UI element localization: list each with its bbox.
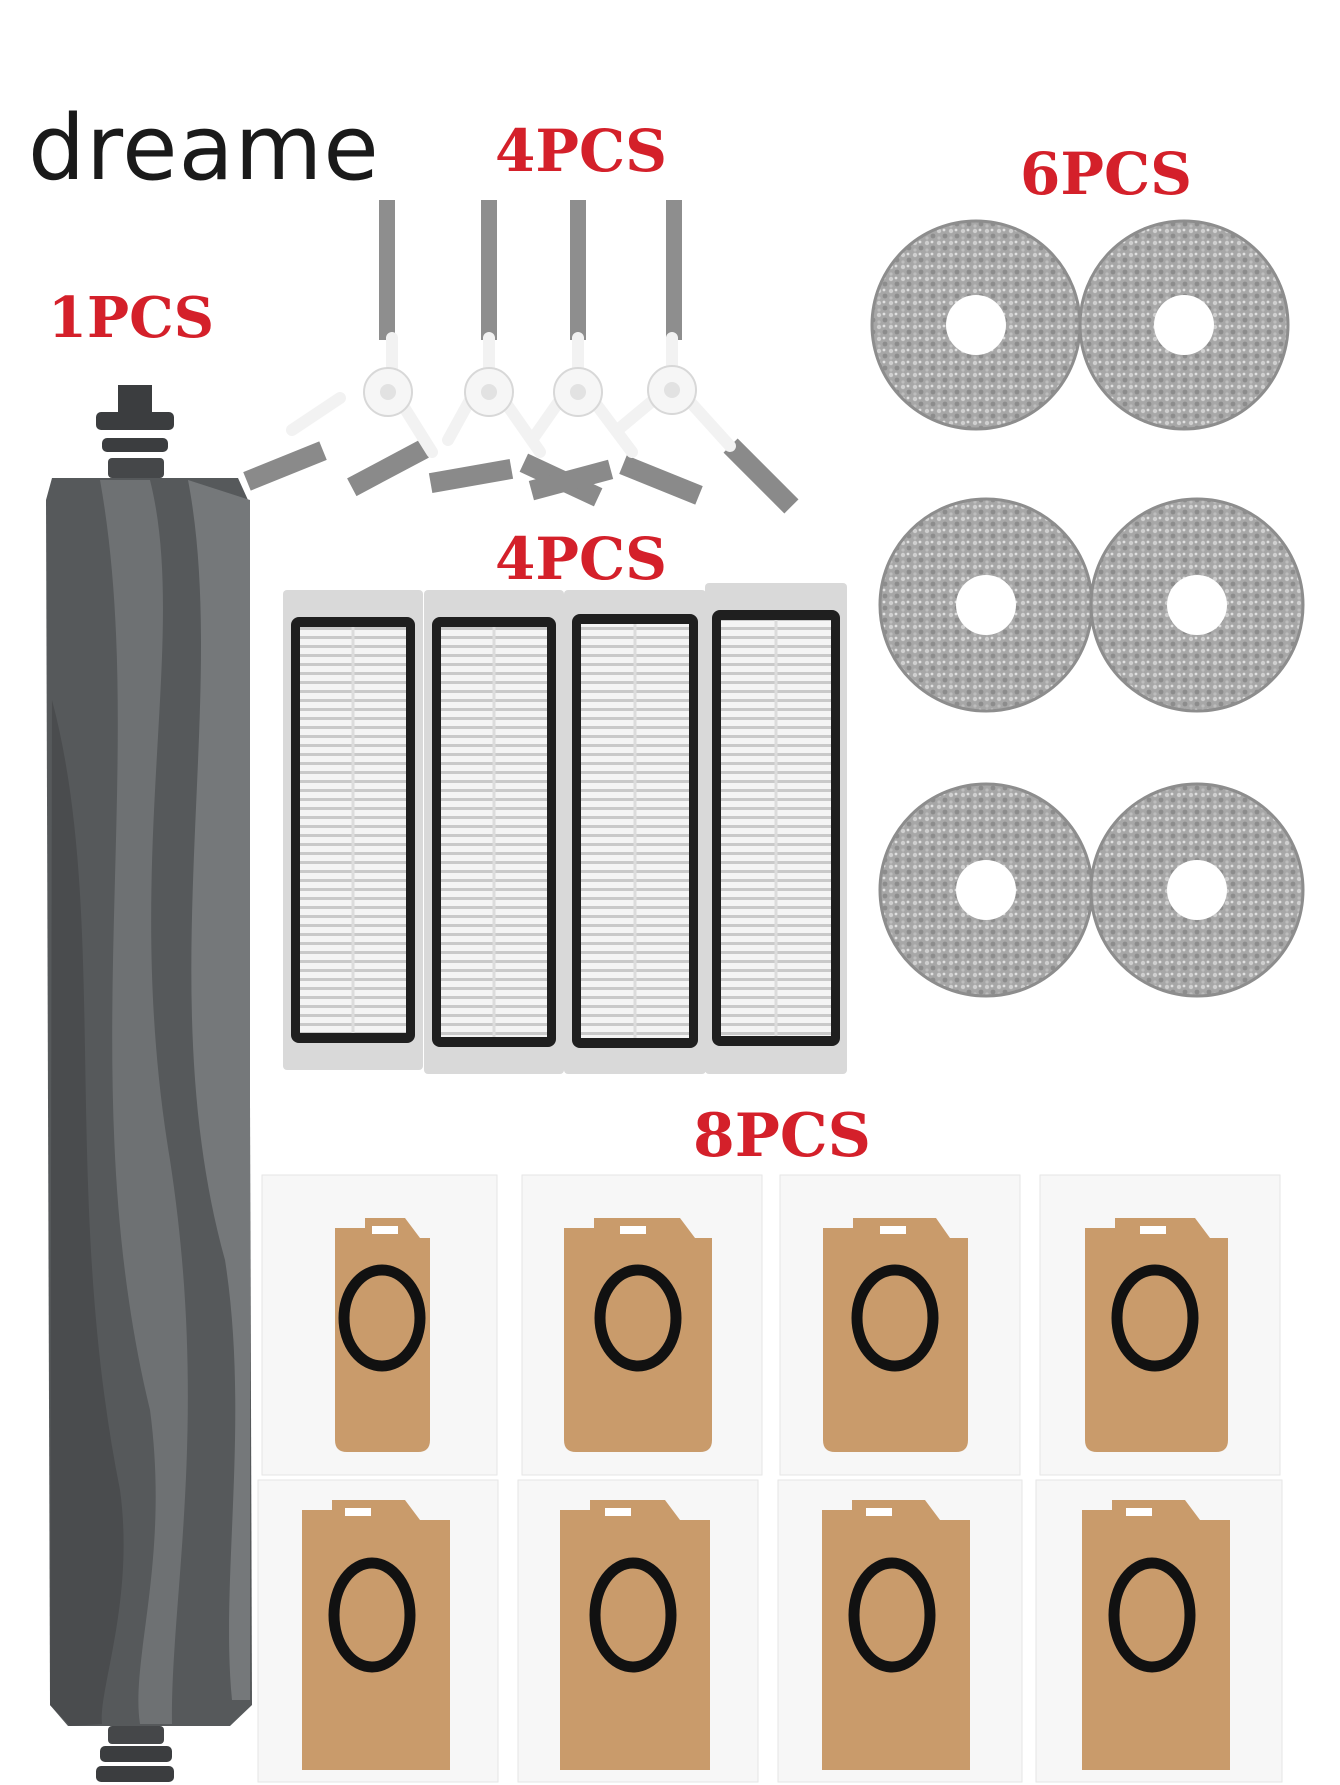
dust-bag-icon: [517, 1479, 759, 1783]
mop-pad-quantity-label: 6PCS: [1020, 140, 1193, 208]
dust-bag-icon: [261, 1174, 498, 1476]
mop-pad-icon: [878, 497, 1094, 713]
mop-pad-icon: [1078, 219, 1290, 431]
hepa-filter-icon: [564, 590, 706, 1074]
filter-quantity-label: 4PCS: [495, 525, 668, 593]
dust-bag-icon: [521, 1174, 763, 1476]
mop-pad-icon: [1089, 782, 1305, 998]
dust-bag-icon: [257, 1479, 499, 1783]
main-brush-quantity-label: 1PCS: [48, 285, 215, 351]
side-brush-icon: [614, 200, 799, 514]
main-roller-brush-icon: [46, 385, 252, 1782]
mop-pad-icon: [870, 219, 1082, 431]
dust-bag-icon: [1039, 1174, 1281, 1476]
side-brush-icon: [243, 200, 438, 497]
side-brush-icon: [526, 200, 703, 505]
dreame-logo: dreame: [28, 96, 380, 201]
dust-bag-icon: [1035, 1479, 1283, 1783]
dust-bag-icon: [779, 1174, 1021, 1476]
hepa-filter-icon: [705, 583, 847, 1074]
mop-pad-icon: [878, 782, 1094, 998]
dust-bag-quantity-label: 8PCS: [693, 1101, 871, 1171]
hepa-filter-icon: [283, 590, 423, 1070]
mop-pad-icon: [1089, 497, 1305, 713]
side-brush-quantity-label: 4PCS: [495, 117, 668, 185]
hepa-filter-icon: [424, 590, 564, 1074]
dust-bag-icon: [777, 1479, 1023, 1783]
